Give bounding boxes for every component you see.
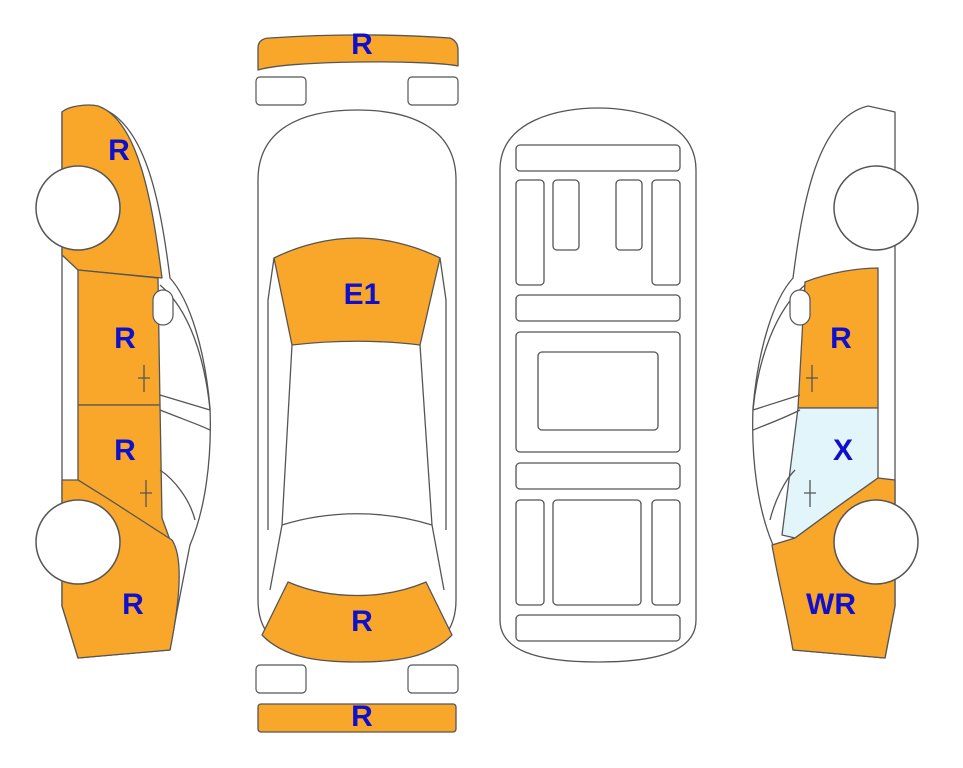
rear-bumper-panel: [257, 703, 457, 733]
hood-panel: [273, 237, 441, 346]
right-front-handle: [806, 365, 818, 392]
top-view: R E1 R R: [255, 28, 459, 733]
rear-right-light: [407, 664, 459, 694]
right-front-door-label: R: [830, 322, 852, 355]
right-rear-door-label: X: [833, 434, 853, 467]
right-rear-wheel: [833, 499, 919, 585]
left-front-handle: [138, 365, 150, 392]
left-window-line: [159, 284, 211, 521]
front-bumper-label: R: [351, 28, 373, 61]
underbody-rear-bar: [515, 614, 681, 642]
underbody-right-rear-rail: [651, 499, 681, 606]
left-rear-handle: [140, 480, 152, 507]
top-body-outline: [257, 109, 457, 661]
rear-left-light: [255, 664, 307, 694]
underbody-front-crossmember: [515, 294, 681, 322]
left-front-door-label: R: [114, 322, 136, 355]
underbody-center-frame: [515, 331, 681, 453]
trunk-panel: [261, 581, 453, 663]
right-rear-handle: [804, 480, 816, 507]
underbody-right-front-rail: [651, 179, 681, 286]
underbody-inner-left: [552, 179, 580, 251]
front-left-light: [255, 76, 307, 106]
underbody-inner-right: [615, 179, 643, 251]
left-mirror: [152, 289, 174, 326]
right-window-line: [752, 284, 806, 521]
rear-bumper-label: R: [351, 700, 373, 733]
underbody-front-bar: [515, 144, 681, 172]
right-rear-quarter-label: WR: [806, 588, 856, 621]
underbody-outline: [499, 107, 697, 663]
underbody-rear-crossmember: [515, 462, 681, 490]
left-front-wheel: [35, 165, 121, 251]
underbody-rear-tank: [552, 499, 642, 606]
right-side-view: R X WR: [752, 105, 919, 659]
right-front-door-panel: [797, 267, 879, 409]
underbody-view: [499, 107, 697, 663]
hood-label: E1: [344, 278, 381, 311]
left-rear-door-label: R: [114, 434, 136, 467]
right-mirror: [789, 289, 811, 326]
left-side-view: R R R R: [35, 104, 211, 659]
front-bumper-panel: [257, 34, 459, 71]
underbody-center-pan: [537, 351, 659, 431]
left-rear-quarter-label: R: [122, 588, 144, 621]
underbody-left-front-rail: [515, 179, 545, 286]
windshield-and-cabin: [267, 257, 447, 591]
front-right-light: [407, 76, 459, 106]
left-rear-wheel: [35, 499, 121, 585]
trunk-label: R: [351, 605, 373, 638]
right-front-wheel: [833, 165, 919, 251]
left-front-fender-label: R: [108, 134, 130, 167]
underbody-left-rear-rail: [515, 499, 545, 606]
